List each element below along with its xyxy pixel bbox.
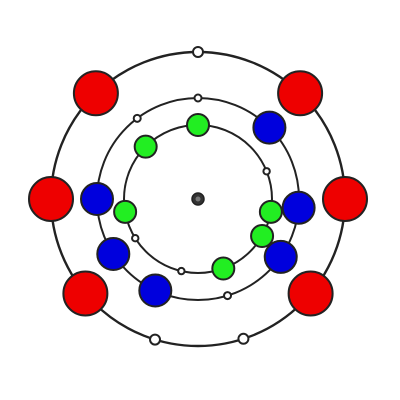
inner-ring-green-ball-5	[250, 224, 275, 248]
outer-ring-marker-3	[237, 332, 250, 345]
outer-ring-marker-1	[192, 46, 204, 58]
center-point	[191, 192, 205, 206]
middle-ring-blue-ball-5	[263, 239, 298, 274]
outer-ring-red-ball-5	[62, 270, 109, 317]
ring-markers	[131, 46, 271, 346]
middle-ring-blue-ball-6	[138, 273, 173, 308]
middle-ring-blue-ball-4	[96, 237, 131, 272]
ring-balls	[28, 70, 368, 317]
middle-ring-marker-1	[193, 93, 203, 103]
outer-ring-red-ball-1	[72, 70, 119, 117]
middle-ring-blue-ball-1	[252, 110, 287, 145]
outer-ring-red-ball-2	[277, 70, 324, 117]
inner-ring-marker-2	[131, 234, 140, 243]
inner-ring-green-ball-2	[133, 134, 158, 159]
outer-ring-red-ball-3	[28, 176, 74, 222]
outer-ring-red-ball-6	[287, 270, 334, 317]
inner-ring-green-ball-4	[258, 199, 283, 224]
middle-ring-blue-ball-2	[80, 182, 114, 216]
inner-ring-green-ball-3	[113, 199, 138, 224]
inner-ring-green-ball-1	[186, 113, 210, 137]
middle-ring-marker-2	[132, 113, 142, 123]
inner-ring-marker-3	[177, 266, 186, 276]
middle-ring-marker-3	[223, 291, 233, 301]
inner-ring-green-ball-6	[211, 256, 236, 281]
middle-ring-blue-ball-3	[281, 190, 316, 225]
outer-ring-red-ball-4	[322, 176, 368, 222]
center-dot-highlight	[195, 196, 201, 202]
inner-ring-marker-1	[262, 167, 271, 176]
outer-ring-marker-2	[149, 333, 162, 346]
